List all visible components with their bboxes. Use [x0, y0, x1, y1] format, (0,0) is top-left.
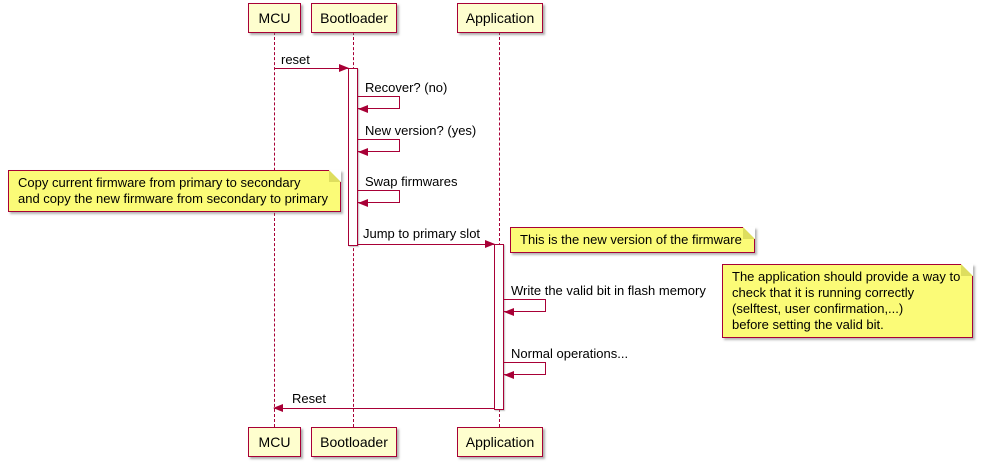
note-valid-bit: The application should provide a way to …	[722, 264, 974, 338]
participant-bootloader-bottom-label: Bootloader	[320, 434, 388, 450]
participant-application-top-label: Application	[465, 10, 535, 26]
participant-bootloader-bottom: Bootloader	[311, 427, 397, 457]
message-reset-arrow	[274, 64, 349, 72]
message-normal-ops-label: Normal operations...	[511, 346, 629, 361]
participant-mcu-bottom-label: MCU	[258, 434, 291, 450]
participant-application-bottom: Application	[457, 427, 543, 457]
note-swap-firmwares: Copy current firmware from primary to se…	[8, 170, 341, 212]
message-new-version-label: New version? (yes)	[365, 123, 477, 138]
activation-bar-application	[494, 244, 504, 410]
message-reset-back-label: Reset	[292, 391, 326, 406]
message-write-valid-arrow	[504, 299, 546, 316]
participant-bootloader-top: Bootloader	[311, 3, 397, 33]
message-jump-label: Jump to primary slot	[363, 226, 481, 241]
message-reset-back-arrow	[273, 404, 494, 412]
message-new-version-arrow	[358, 139, 400, 156]
lifeline-application	[499, 32, 500, 427]
message-normal-ops-arrow	[504, 362, 546, 379]
message-jump-arrow	[358, 240, 495, 248]
participant-application-bottom-label: Application	[465, 434, 535, 450]
participant-application-top: Application	[457, 3, 543, 33]
participant-mcu-top-label: MCU	[258, 10, 291, 26]
activation-bar-bootloader	[348, 68, 358, 246]
note-new-version: This is the new version of the firmware	[510, 227, 755, 253]
participant-mcu-top: MCU	[248, 3, 301, 33]
lifeline-mcu	[274, 32, 275, 427]
message-swap-arrow	[358, 190, 400, 207]
participant-bootloader-top-label: Bootloader	[320, 10, 388, 26]
message-recover-arrow	[358, 96, 400, 113]
participant-mcu-bottom: MCU	[248, 427, 301, 457]
message-recover-label: Recover? (no)	[365, 80, 448, 95]
message-reset-label: reset	[281, 52, 310, 67]
message-swap-label: Swap firmwares	[365, 174, 458, 189]
message-write-valid-label: Write the valid bit in flash memory	[511, 283, 706, 298]
